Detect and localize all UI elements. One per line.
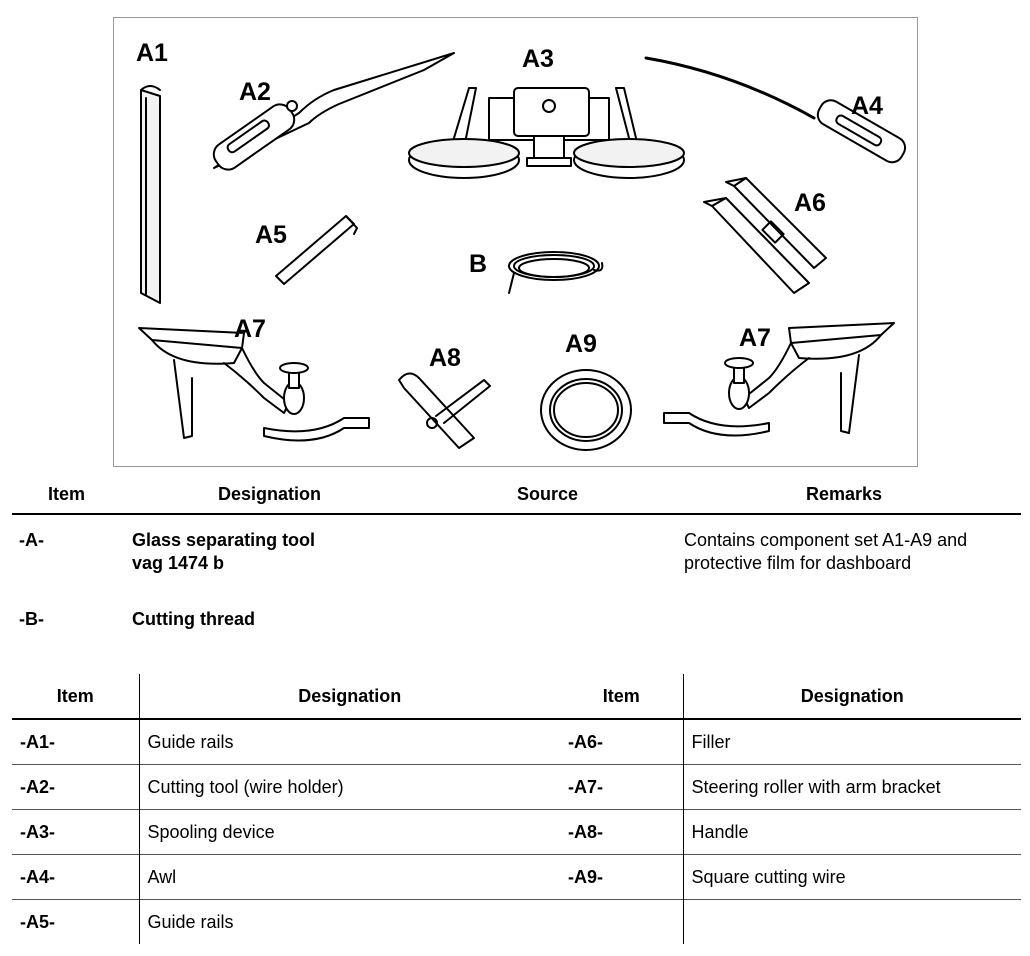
t2-item-left: -A2-	[12, 764, 139, 810]
steering-roller-a7-left-drawing	[138, 327, 370, 442]
handle-a8-drawing	[398, 372, 491, 449]
spooling-device-a3-drawing	[408, 87, 685, 179]
t1-header-source: Source	[517, 484, 579, 504]
callout-a5: A5	[255, 221, 287, 249]
t2-header-item-left: Item	[12, 674, 139, 720]
callout-a4: A4	[851, 92, 883, 120]
t1-row-b-item: -B-	[19, 609, 44, 629]
square-cutting-wire-a9-drawing	[540, 369, 632, 451]
tool-set-illustration: A1 A2 A3 A4 A5 A6 A7 A8 A9 A7 B	[113, 17, 918, 467]
t1-header-rule	[12, 513, 1021, 515]
callout-a8: A8	[429, 344, 461, 372]
callout-a2: A2	[239, 78, 271, 106]
t2-designation-left: Spooling device	[138, 809, 560, 855]
t2-designation-right: Square cutting wire	[682, 854, 1021, 900]
guide-rail-a1-drawing	[140, 85, 161, 304]
t1-header-designation: Designation	[218, 484, 322, 504]
t1-row-b-designation: Cutting thread	[132, 609, 255, 629]
t2-item-right: -A6-	[560, 718, 683, 765]
t2-designation-left: Cutting tool (wire holder)	[138, 764, 560, 810]
t2-header-item-right: Item	[560, 674, 683, 720]
t2-designation-right	[682, 899, 1021, 944]
t2-designation-left: Guide rails	[138, 718, 560, 765]
t2-item-right: -A7-	[560, 764, 683, 810]
table-row: -A5- Guide rails	[12, 899, 1021, 944]
callout-b: B	[469, 250, 488, 278]
callout-a3: A3	[522, 45, 554, 73]
t2-item-right: -A8-	[560, 809, 683, 855]
t2-designation-right: Handle	[682, 809, 1021, 855]
table-row: -A3- Spooling device -A8- Handle	[12, 809, 1021, 855]
t1-row-a-designation-line2: vag 1474 b	[132, 553, 225, 573]
filler-a6-drawing	[703, 177, 827, 294]
cutting-tool-a2-drawing	[212, 52, 455, 171]
t1-row-a-item: -A-	[19, 530, 44, 550]
callout-a7-right: A7	[739, 324, 771, 352]
tool-drawing	[138, 52, 907, 451]
t2-item-left: -A5-	[12, 899, 139, 944]
t2-designation-right: Steering roller with arm bracket	[682, 764, 1021, 810]
t1-row-a-designation-line1: Glass separating tool	[132, 530, 316, 550]
guide-rail-a5-drawing	[275, 215, 358, 285]
callout-a9: A9	[565, 330, 597, 358]
t2-item-left: -A1-	[12, 718, 139, 765]
table-row: -A4- Awl -A9- Square cutting wire	[12, 854, 1021, 900]
t2-designation-right: Filler	[682, 718, 1021, 765]
component-table-header: Item Designation Item Designation	[12, 674, 1021, 720]
t2-header-designation-right: Designation	[682, 674, 1021, 720]
cutting-thread-b-drawing	[508, 251, 604, 294]
t2-item-right: -A9-	[560, 854, 683, 900]
t2-item-left: -A4-	[12, 854, 139, 900]
t1-row-a-remarks-line2: protective film for dashboard	[684, 553, 912, 573]
callout-a7-left: A7	[234, 315, 266, 343]
t2-designation-left: Awl	[138, 854, 560, 900]
t2-item-left: -A3-	[12, 809, 139, 855]
t1-header-remarks: Remarks	[806, 484, 883, 504]
t1-row-a-remarks-line1: Contains component set A1-A9 and	[684, 530, 968, 550]
component-table: Item Designation Item Designation -A1- G…	[12, 674, 1021, 944]
steering-roller-a7-right-drawing	[663, 322, 895, 437]
t1-header-item: Item	[48, 484, 86, 504]
t2-header-designation-left: Designation	[138, 674, 560, 720]
awl-a4-drawing	[644, 56, 907, 164]
callout-a1: A1	[136, 39, 168, 67]
t2-item-right	[560, 899, 683, 944]
table-row: -A2- Cutting tool (wire holder) -A7- Ste…	[12, 764, 1021, 810]
callout-a6: A6	[794, 189, 826, 217]
t2-designation-left: Guide rails	[138, 899, 560, 944]
table-row: -A1- Guide rails -A6- Filler	[12, 718, 1021, 765]
